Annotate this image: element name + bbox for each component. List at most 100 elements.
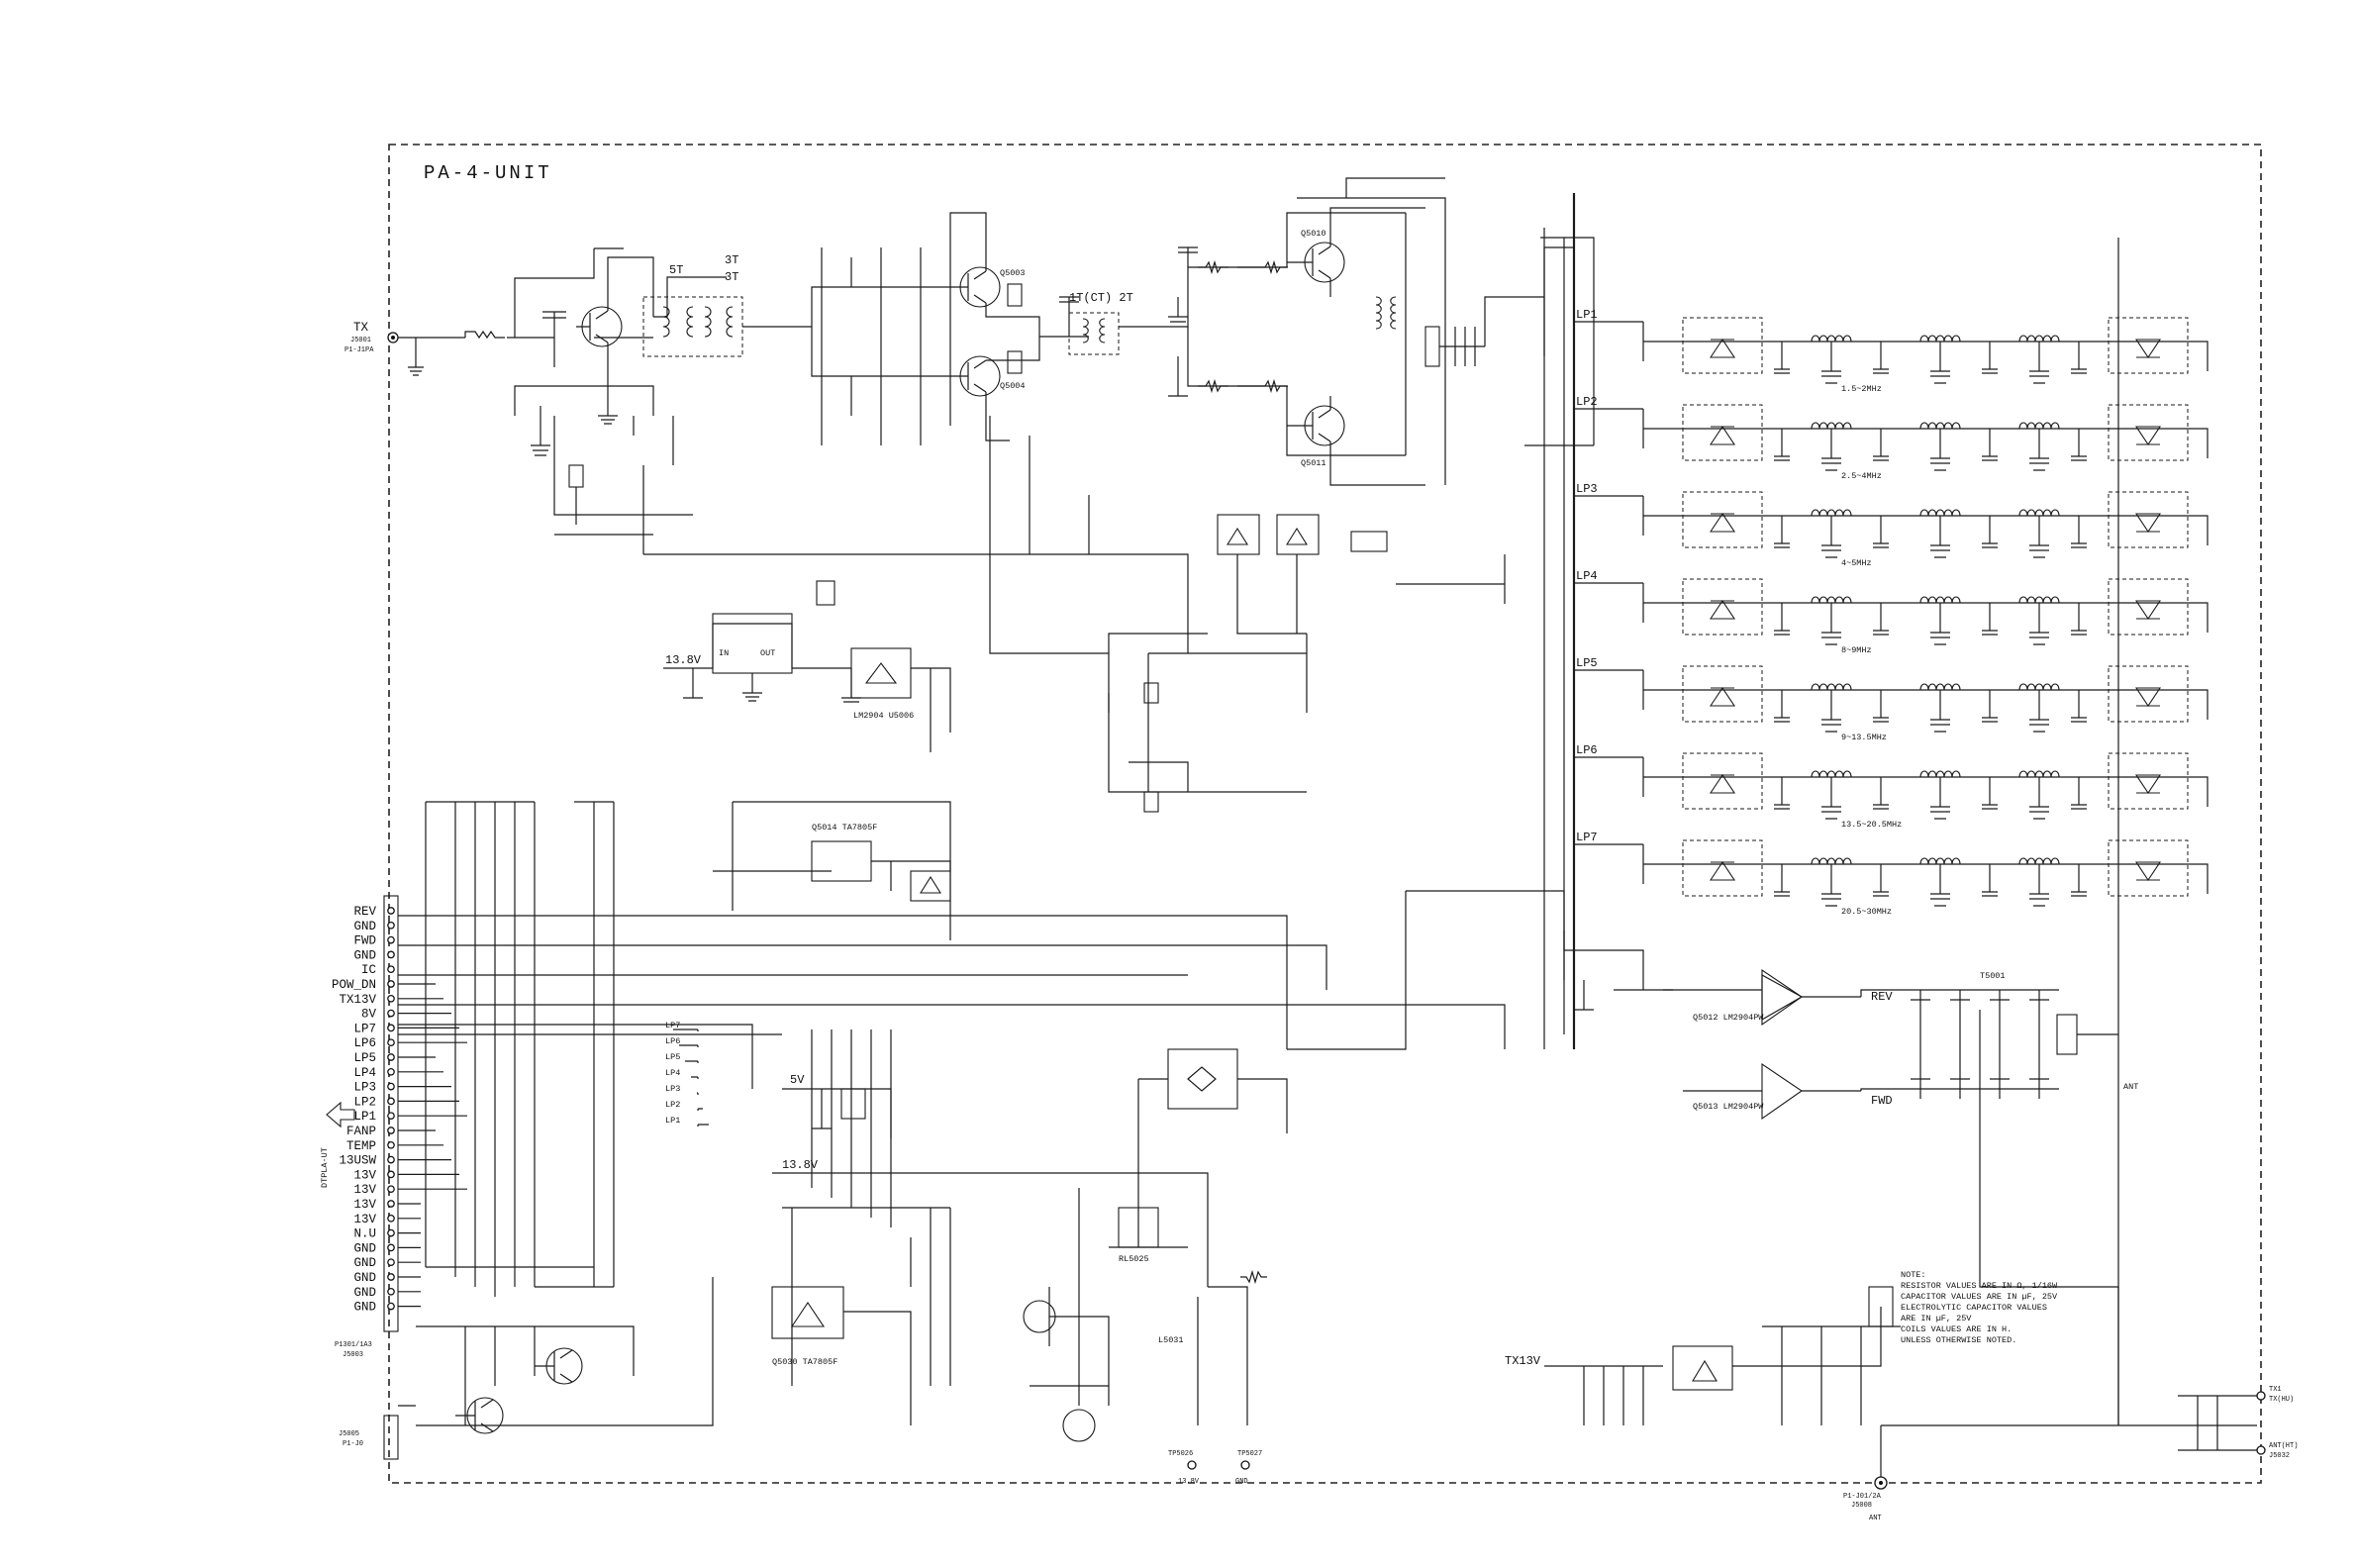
lp-bus-line: LP1 — [665, 1116, 709, 1127]
connector-pin: 13V — [353, 1213, 421, 1226]
connector-pin: POW_DN — [332, 978, 436, 992]
final-pa-stage: Q5010 Q5011 — [1286, 177, 1574, 486]
connector-pin: LP2 — [353, 1095, 459, 1109]
connector-pin: LP5 — [353, 1051, 436, 1065]
connector-pin: GND — [353, 1256, 421, 1270]
connector-pin-label: GND — [353, 920, 376, 933]
ant-net-label: ANT — [2123, 1082, 2138, 1092]
connector-pin-label: FWD — [353, 934, 376, 948]
ant-output: P1-J01/2A J5008 ANT TX1 TX(HU) ANT(HT) J… — [1843, 1010, 2298, 1522]
lpf-row-band: 9~13.5MHz — [1841, 733, 1887, 742]
note-line-5: COILS VALUES ARE IN H. — [1901, 1324, 2012, 1334]
lpf-row-name: LP3 — [1576, 482, 1598, 496]
connector-pin: 13V — [353, 1198, 421, 1212]
power-section: 13.8V Q5030 TA7805F RL5025 L5031 — [771, 1158, 1267, 1442]
tx13v-net-label: TX13V — [1505, 1354, 1541, 1368]
lp-bus-label: LP3 — [665, 1084, 680, 1094]
pow-switch: J5005 P1-J0 — [339, 1277, 714, 1460]
lp-bus-label: LP5 — [665, 1052, 680, 1062]
connector-pin-label: 8V — [361, 1008, 377, 1022]
connector-pin: TEMP — [346, 1139, 443, 1153]
connector-pin: GND — [353, 948, 395, 962]
ant-out-label: ANT — [1869, 1515, 1882, 1522]
ic-rev: Q5012 LM2904PW — [1693, 1013, 1764, 1023]
connector-pin: LP7 — [353, 1022, 459, 1035]
bias-reg-out: OUT — [760, 648, 775, 658]
out-pin-2-label: ANT(HT) — [2269, 1442, 2298, 1450]
q-pa-bot: Q5011 — [1301, 458, 1326, 468]
connector-pin-label: LP1 — [353, 1110, 376, 1124]
connector-pin-label: N.U — [353, 1227, 376, 1241]
note-line-2: CAPACITOR VALUES ARE IN µF, 25V — [1901, 1292, 2058, 1302]
connector-pin: LP1 — [353, 1110, 467, 1124]
dc-connector-sub: P1301/1A3 — [335, 1341, 372, 1349]
connector-pin: GND — [353, 1286, 421, 1300]
pin-rows: REVGNDFWDGNDICPOW_DNTX13V8VLP7LP6LP5LP4L… — [332, 905, 467, 1315]
connector-pin: 13V — [353, 1183, 467, 1197]
power-connector-ref: J5005 — [339, 1430, 359, 1438]
out-pin-2-sub: J5032 — [2269, 1452, 2290, 1460]
connector-pin: 13USW — [339, 1154, 451, 1168]
lpf-row-name: LP6 — [1576, 743, 1598, 757]
connector-pin: LP6 — [353, 1036, 467, 1050]
relay-mid — [1137, 890, 1565, 1188]
out-pin-1-sub: TX(HU) — [2269, 1396, 2294, 1404]
ic-fwd: Q5013 LM2904PW — [1693, 1102, 1764, 1112]
connector-pin-label: POW_DN — [332, 978, 376, 992]
bias-reg-in: IN — [719, 648, 729, 658]
rev-net-label: REV — [1871, 990, 1893, 1004]
ant-out-ref: J5008 — [1851, 1502, 1872, 1510]
driver-stage — [398, 247, 727, 536]
unit-title: PA-4-UNIT — [424, 162, 552, 184]
connector-pin-label: GND — [353, 1241, 376, 1255]
ratio-3t-a: 3T — [725, 253, 738, 267]
connector-pin-label: TEMP — [346, 1139, 376, 1153]
dc-connector: J5003 P1301/1A3 DTPLA-UT — [320, 895, 399, 1359]
connector-pin-label: FANP — [346, 1125, 376, 1138]
rev-fwd-amplifiers: REV FWD Q5012 LM2904PW Q5013 LM2904PW T5… — [1563, 931, 2138, 1425]
connector-pin: 8V — [361, 1008, 451, 1022]
lp-bus-line: LP7 — [665, 1021, 699, 1031]
tx-input-sub: P1-J1PA — [344, 346, 374, 354]
lp-bus-label: LP4 — [665, 1068, 680, 1078]
supply-13v-label: 13.8V — [782, 1158, 819, 1172]
detector-block — [1108, 514, 1506, 813]
supply-5v-label: 5V — [790, 1073, 805, 1087]
connector-pin-label: 13V — [353, 1183, 376, 1197]
lp-bus-label: LP7 — [665, 1021, 680, 1030]
connector-pin-label: IC — [361, 963, 376, 977]
lp-bus-line: LP4 — [665, 1068, 699, 1079]
ratio-main: 1T(CT) 2T — [1069, 291, 1133, 305]
bias-circuit: 13.8V IN OUT LM2904 U5006 — [642, 416, 1189, 752]
bias-net-label: 13.8V — [665, 653, 702, 667]
ic-ta7805: Q5014 TA7805F — [812, 823, 877, 833]
lpf-row-band: 2.5~4MHz — [1841, 471, 1882, 481]
connector-pin-label: GND — [353, 1256, 376, 1270]
connector-pin: GND — [353, 1271, 421, 1285]
tp-power-label: 13.8V — [1178, 1478, 1200, 1486]
dc-to-label: DTPLA-UT — [320, 1147, 330, 1188]
lpf-row-band: 1.5~2MHz — [1841, 384, 1882, 394]
connector-pin-label: 13V — [353, 1168, 376, 1182]
ic-ta75: Q5030 TA7805F — [772, 1357, 837, 1367]
note-heading: NOTE: — [1901, 1270, 1926, 1280]
connector-pin: GND — [353, 1241, 421, 1255]
ratio-3t-b: 3T — [725, 270, 738, 284]
tx-input-ref: J5001 — [350, 337, 371, 344]
notes-block: NOTE: RESISTOR VALUES ARE IN Ω, 1/16W CA… — [1901, 1270, 2058, 1345]
note-line-4: ARE IN µF, 25V — [1901, 1314, 1972, 1323]
connector-pin: 13V — [353, 1168, 459, 1182]
pa-input-transformer: 1T(CT) 2T — [1068, 246, 1288, 397]
connector-pin-label: 13USW — [339, 1154, 376, 1168]
coil-label: L5031 — [1158, 1335, 1184, 1345]
connector-pin-label: TX13V — [339, 993, 376, 1007]
fwd-net-label: FWD — [1871, 1094, 1893, 1108]
connector-pin: GND — [353, 1301, 421, 1315]
connector-pin: FANP — [346, 1125, 436, 1138]
power-connector-sub: P1-J0 — [343, 1440, 363, 1448]
note-line-3: ELECTROLYTIC CAPACITOR VALUES — [1901, 1303, 2047, 1313]
unit-boundary — [388, 144, 2262, 1484]
